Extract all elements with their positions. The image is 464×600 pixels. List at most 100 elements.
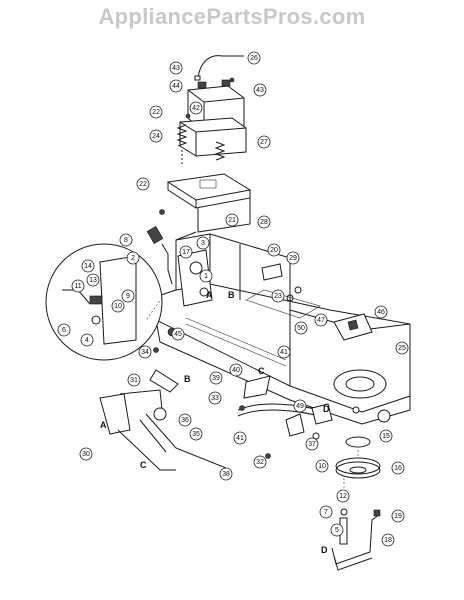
callout-c43b: 43 bbox=[253, 83, 267, 97]
callout-c37: 37 bbox=[305, 437, 319, 451]
callout-number: 13 bbox=[89, 277, 97, 284]
callout-c26: 26 bbox=[247, 51, 261, 65]
frame-hardware bbox=[261, 263, 302, 302]
callout-bubble bbox=[391, 509, 405, 523]
callout-bubble bbox=[219, 467, 233, 481]
connection-letter-lD2: D bbox=[321, 545, 328, 555]
callout-c16b: 16 bbox=[391, 461, 405, 475]
callout-bubble bbox=[138, 345, 152, 359]
callout-number: 42 bbox=[192, 105, 200, 112]
battery-cable bbox=[194, 55, 244, 81]
callout-number: 12 bbox=[339, 493, 347, 500]
callout-bubble bbox=[179, 245, 193, 259]
callout-bubble bbox=[336, 489, 350, 503]
callout-number: 38 bbox=[222, 471, 230, 478]
callout-c41a: 41 bbox=[277, 345, 291, 359]
connection-letter-lD1: D bbox=[323, 404, 330, 414]
callout-number: 14 bbox=[84, 263, 92, 270]
callout-c14: 14 bbox=[81, 259, 95, 273]
callout-bubble bbox=[294, 321, 308, 335]
callout-c17: 17 bbox=[179, 245, 193, 259]
callout-number: 22 bbox=[139, 181, 147, 188]
callout-bubble bbox=[79, 447, 93, 461]
callout-bubble bbox=[189, 427, 203, 441]
callout-c32: 32 bbox=[253, 455, 267, 469]
callout-c44: 44 bbox=[169, 79, 183, 93]
callout-bubble bbox=[80, 333, 94, 347]
callout-bubble bbox=[253, 83, 267, 97]
shift-lever bbox=[146, 226, 173, 285]
callout-bubble bbox=[271, 289, 285, 303]
callout-c6: 6 bbox=[57, 323, 71, 337]
callout-c16a: 10 bbox=[111, 299, 125, 313]
callout-bubble bbox=[330, 523, 344, 537]
callout-c41b: 41 bbox=[233, 431, 247, 445]
callout-c15: 15 bbox=[379, 429, 393, 443]
callout-c46: 46 bbox=[374, 305, 388, 319]
callout-number: 23 bbox=[274, 293, 282, 300]
callout-number: 18 bbox=[384, 537, 392, 544]
callout-bubble bbox=[293, 399, 307, 413]
watermark-header: AppliancePartsPros.com bbox=[98, 4, 366, 29]
callout-number: 3 bbox=[201, 240, 205, 247]
callout-bubble bbox=[395, 341, 409, 355]
callout-number: 39 bbox=[212, 375, 220, 382]
callout-bubble bbox=[119, 233, 133, 247]
callout-c36: 36 bbox=[178, 413, 192, 427]
callout-c38: 38 bbox=[219, 467, 233, 481]
battery-tray bbox=[179, 117, 247, 157]
callout-bubble bbox=[169, 61, 183, 75]
callout-c7: 7 bbox=[319, 505, 333, 519]
callout-c24: 24 bbox=[149, 129, 163, 143]
callout-number: 15 bbox=[382, 433, 390, 440]
callout-c25: 25 bbox=[395, 341, 409, 355]
callout-bubble bbox=[319, 505, 333, 519]
callout-number: 29 bbox=[289, 255, 297, 262]
callout-bubble bbox=[86, 273, 100, 287]
callout-bubble bbox=[209, 371, 223, 385]
callout-bubble bbox=[169, 79, 183, 93]
callout-number: 10 bbox=[318, 463, 326, 470]
callout-number: 46 bbox=[377, 309, 385, 316]
callout-c8: 8 bbox=[119, 233, 133, 247]
detail-inset bbox=[45, 243, 163, 361]
brake-pedal-assembly bbox=[99, 369, 231, 477]
callout-bubble bbox=[381, 533, 395, 547]
callout-number: 17 bbox=[182, 249, 190, 256]
callout-number: 43 bbox=[172, 65, 180, 72]
callout-c13: 13 bbox=[86, 273, 100, 287]
callout-number: 27 bbox=[260, 139, 268, 146]
callout-number: 22 bbox=[152, 109, 160, 116]
callout-c42: 42 bbox=[189, 101, 203, 115]
battery-support-plate bbox=[166, 173, 252, 233]
connection-letter-lA1: A bbox=[206, 290, 213, 300]
callout-number: 4 bbox=[85, 337, 89, 344]
callout-bubble bbox=[305, 437, 319, 451]
callout-number: 32 bbox=[256, 459, 264, 466]
callout-bubble bbox=[257, 215, 271, 229]
callout-number: 47 bbox=[317, 317, 325, 324]
callout-number: 45 bbox=[174, 331, 182, 338]
callout-number: 21 bbox=[228, 217, 236, 224]
callout-number: 50 bbox=[297, 325, 305, 332]
callout-c31: 31 bbox=[127, 373, 141, 387]
callout-number: 40 bbox=[232, 367, 240, 374]
callout-c39: 39 bbox=[209, 371, 223, 385]
callout-number: 2 bbox=[131, 255, 135, 262]
callout-number: 43 bbox=[256, 87, 264, 94]
callout-bubble bbox=[149, 105, 163, 119]
callout-c34: 34 bbox=[138, 345, 152, 359]
springs bbox=[176, 124, 226, 165]
callout-number: 19 bbox=[394, 513, 402, 520]
callout-c35: 35 bbox=[189, 427, 203, 441]
callout-number: 36 bbox=[181, 417, 189, 424]
callout-number: 20 bbox=[270, 247, 278, 254]
callout-bubble bbox=[247, 51, 261, 65]
callout-c1: 1 bbox=[199, 269, 213, 283]
callout-number: 7 bbox=[324, 509, 328, 516]
callout-c12: 12 bbox=[336, 489, 350, 503]
callout-bubble bbox=[121, 289, 135, 303]
